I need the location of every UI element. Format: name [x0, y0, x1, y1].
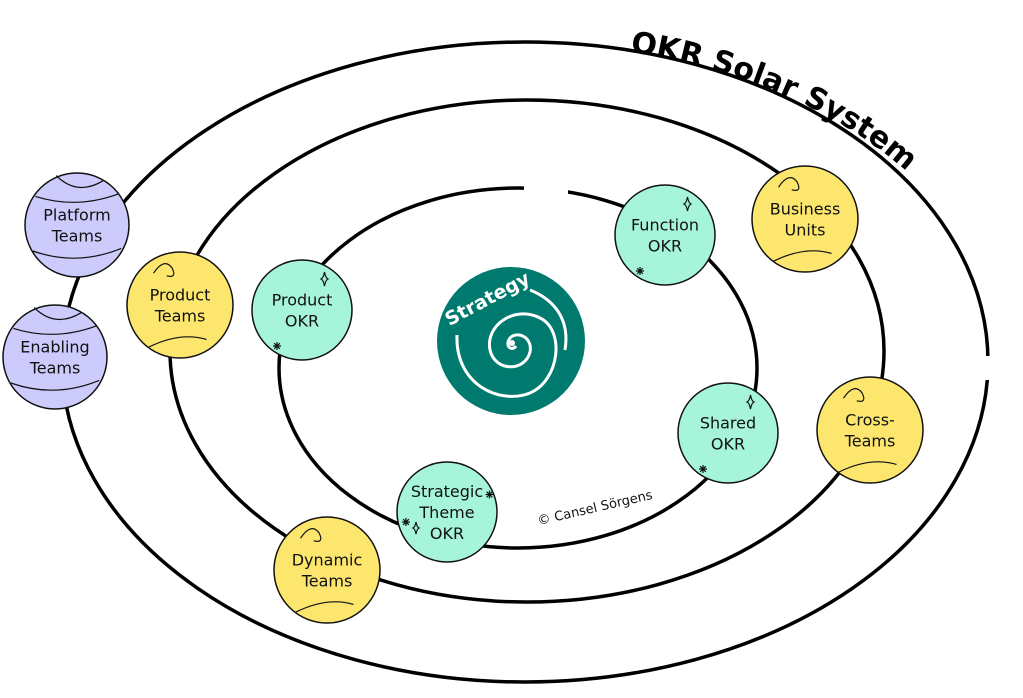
planet-circle	[396, 461, 498, 563]
planet-label: Teams	[844, 432, 896, 451]
title-gap	[633, 0, 927, 115]
sparkle-icon	[682, 196, 693, 212]
planet-label: OKR	[648, 237, 682, 256]
planet-circle	[614, 184, 716, 286]
band-decoration	[32, 247, 122, 259]
planet-circle	[251, 259, 353, 361]
planet-circle	[816, 376, 924, 484]
swirl-decoration	[843, 388, 865, 402]
planet-circle	[126, 251, 234, 359]
inner-orbit	[277, 186, 759, 550]
planet-circle	[273, 516, 381, 624]
planet-label: Shared	[700, 414, 756, 433]
asterisk-icon	[699, 465, 707, 473]
swirl-decoration	[153, 263, 175, 277]
planet-label: Teams	[154, 307, 206, 326]
planet-circle	[24, 172, 130, 278]
swirl-decoration	[300, 528, 322, 542]
planet-label: Teams	[301, 572, 353, 591]
band-decoration	[13, 325, 97, 335]
planet-label: OKR	[285, 312, 319, 331]
planet-label: OKR	[430, 524, 464, 543]
swirl-decoration	[778, 177, 800, 191]
band-decoration	[35, 193, 119, 203]
planet-label: Units	[785, 221, 826, 240]
asterisk-icon	[402, 518, 410, 526]
planet-label: Platform	[43, 206, 110, 225]
swirl-decoration	[772, 250, 832, 262]
planet-label: Function	[631, 216, 699, 235]
asterisk-icon	[273, 342, 281, 350]
sparkle-icon	[411, 521, 421, 535]
planet-label: Teams	[51, 227, 103, 246]
planet-label: OKR	[711, 435, 745, 454]
planet-label: Product	[150, 286, 211, 305]
planet-label: Theme	[418, 503, 474, 522]
planet-label: Cross-	[845, 411, 895, 430]
band-decoration	[10, 379, 100, 391]
sparkle-icon	[319, 271, 330, 287]
spiral-icon	[455, 312, 558, 398]
planet-label: Product	[272, 291, 333, 310]
planet-circle	[2, 304, 108, 410]
outer-orbit-gap	[975, 356, 1005, 380]
asterisk-icon	[636, 267, 644, 275]
planet-label: Enabling	[20, 338, 89, 357]
planet-label: Business	[770, 200, 841, 219]
planet-circle	[751, 165, 859, 273]
spiral-outer-arc	[529, 288, 568, 351]
planet-label: Dynamic	[292, 551, 363, 570]
band-decoration	[55, 175, 104, 188]
swirl-decoration	[837, 461, 897, 473]
swirl-decoration	[294, 601, 354, 613]
planet-circle	[677, 382, 779, 484]
inner-orbit-gap	[524, 178, 568, 198]
strategy-sun: Strategy	[437, 267, 585, 415]
band-decoration	[33, 307, 82, 320]
planet-label: Teams	[29, 359, 81, 378]
planet-label: Strategic	[411, 482, 483, 501]
asterisk-icon	[485, 490, 494, 499]
sparkle-icon	[745, 394, 756, 410]
swirl-decoration	[147, 336, 207, 348]
spiral-center-dot	[509, 340, 515, 346]
planet-cross: Cross- Teams	[816, 376, 924, 484]
